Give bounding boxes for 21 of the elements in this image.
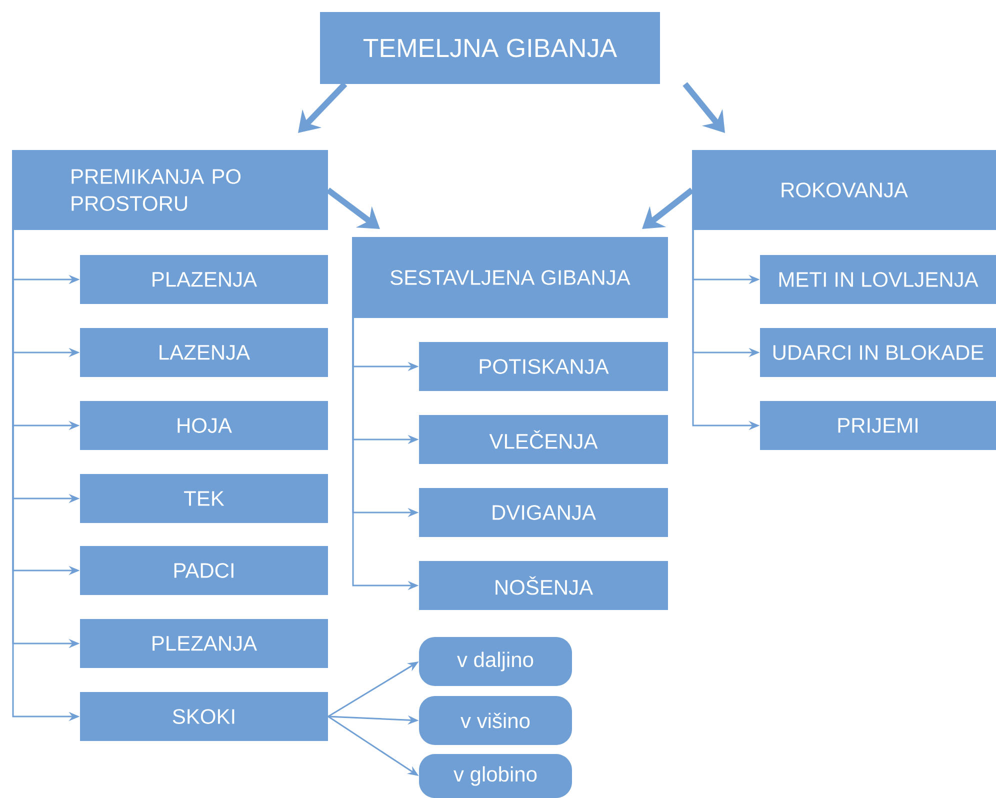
category-box: PREMIKANJA PO PROSTORU xyxy=(12,150,328,230)
category-box: SESTAVLJENA GIBANJA xyxy=(352,237,668,318)
category-box: ROKOVANJA xyxy=(692,150,996,230)
activity-box: PRIJEMI xyxy=(760,401,996,450)
activity-box: NOŠENJA xyxy=(419,561,668,610)
activity-box: VLEČENJA xyxy=(419,415,668,464)
activity-box: PLEZANJA xyxy=(80,619,328,668)
title-box: TEMELJNA GIBANJA xyxy=(320,12,660,84)
activity-box: DVIGANJA xyxy=(419,488,668,537)
activity-box: POTISKANJA xyxy=(419,342,668,391)
activity-box: TEK xyxy=(80,474,328,523)
activity-box: LAZENJA xyxy=(80,328,328,377)
option-pill: v daljino xyxy=(419,637,572,686)
activity-box: SKOKI xyxy=(80,692,328,741)
option-pill: v višino xyxy=(419,696,572,745)
option-pill: v globino xyxy=(419,754,572,798)
activity-box: METI IN LOVLJENJA xyxy=(760,255,996,304)
activity-box: HOJA xyxy=(80,401,328,450)
activity-box: PLAZENJA xyxy=(80,255,328,304)
activity-box: UDARCI IN BLOKADE xyxy=(760,328,996,377)
activity-box: PADCI xyxy=(80,546,328,595)
